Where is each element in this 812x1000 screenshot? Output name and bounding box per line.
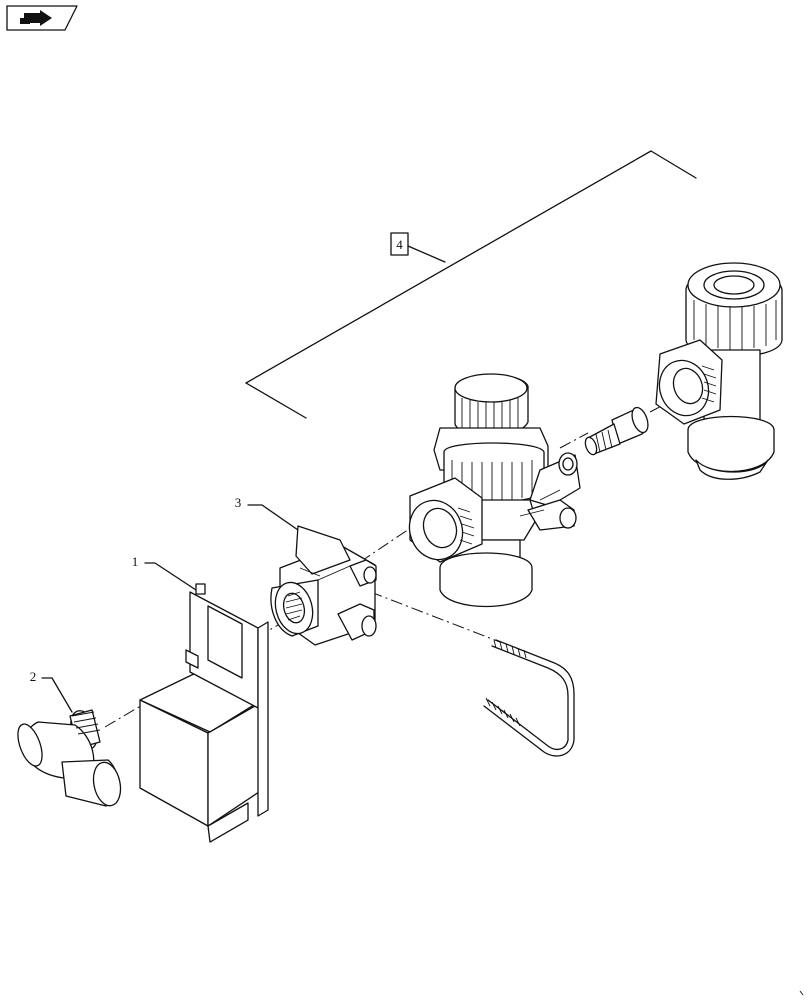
- part-3-valve-body: [270, 525, 377, 646]
- callout-1: 1: [132, 554, 197, 591]
- corner-mark: [799, 990, 804, 996]
- part-4-tee-fitting: [655, 262, 783, 480]
- callout-2-label: 2: [30, 669, 37, 684]
- part-4-main-valve: [408, 373, 581, 608]
- part-2-elbow-fitting: [17, 709, 122, 807]
- callout-4-label: 4: [396, 237, 403, 252]
- callout-4: 4: [245, 150, 697, 419]
- part-4-hose-barb: [584, 406, 649, 456]
- previous-page-arrow-icon[interactable]: [6, 5, 78, 31]
- callout-1-label: 1: [132, 554, 139, 569]
- u-bolt: [483, 639, 575, 757]
- part-1-mounting-bracket: [139, 583, 269, 843]
- callout-2: 2: [30, 669, 73, 713]
- callout-3: 3: [235, 495, 299, 531]
- callout-3-label: 3: [235, 495, 242, 510]
